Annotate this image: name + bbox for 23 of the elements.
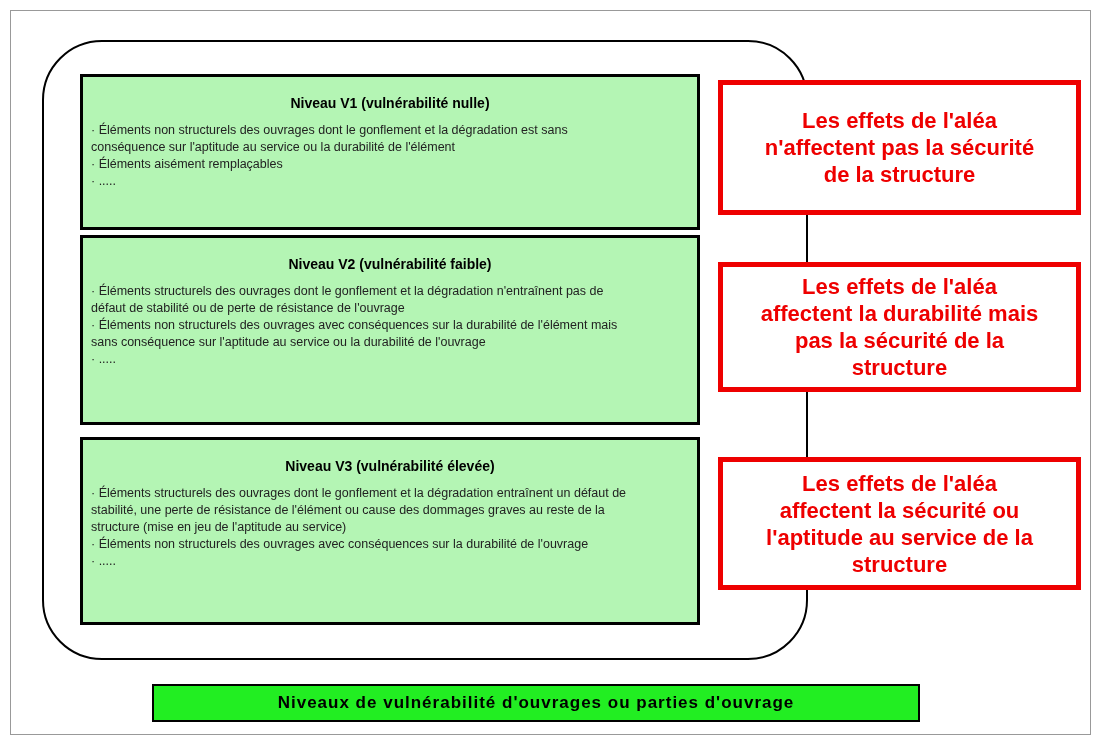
bullet-text: · Éléments aisément remplaçables [91, 156, 284, 173]
effect-box [718, 262, 1081, 392]
level-box [80, 437, 700, 625]
bullet-text: · ..... [91, 351, 117, 368]
bullet-text: · Éléments non structurels des ouvrages dont le gonflement et la dégradation est sans conséquence sur l'aptitude au service ou la durabilité de l'élément [91, 122, 569, 156]
bullet-text: · Éléments non structurels des ouvrages avec conséquences sur la durabilité de l'élément mais sans conséquence sur l'aptitude au service ou la durabilité de l'ouvrage [91, 317, 619, 351]
bullet-text: · Éléments structurels des ouvrages dont le gonflement et la dégradation entraînent un défaut de stabilité, une perte de résistance de l'élément ou cause des dommages graves au reste de la structure (mise en jeu de l'aptitude au service) [91, 485, 628, 536]
effect-text: Les effets de l'aléa affectent la durabilité mais pas la sécurité de la structure [759, 273, 1040, 381]
level-heading: Niveau V2 (vulnérabilité faible) [287, 255, 493, 274]
effect-text: Les effets de l'aléa affectent la sécurité ou l'aptitude au service de la structure [765, 469, 1034, 578]
effect-box [718, 457, 1081, 590]
bullet-text: · Éléments structurels des ouvrages dont le gonflement et la dégradation n'entraînent pas de défaut de stabilité ou de perte de résistance de l'ouvrage [91, 283, 605, 317]
effect-box [718, 80, 1081, 215]
effect-text: Les effets de l'aléa n'affectent pas la sécurité de la structure [763, 107, 1036, 188]
level-box [80, 235, 700, 425]
bullet-text: · ..... [91, 173, 117, 190]
bar-text: Niveaux de vulnérabilité d'ouvrages ou parties d'ouvrage [277, 692, 795, 715]
bullet-text: · ..... [91, 553, 117, 570]
level-heading: Niveau V1 (vulnérabilité nulle) [289, 94, 491, 113]
level-heading: Niveau V3 (vulnérabilité élevée) [284, 457, 496, 476]
title-bar [152, 684, 920, 722]
bullet-text: · Éléments non structurels des ouvrages avec conséquences sur la durabilité de l'ouvrage [91, 536, 590, 553]
level-box [80, 74, 700, 230]
